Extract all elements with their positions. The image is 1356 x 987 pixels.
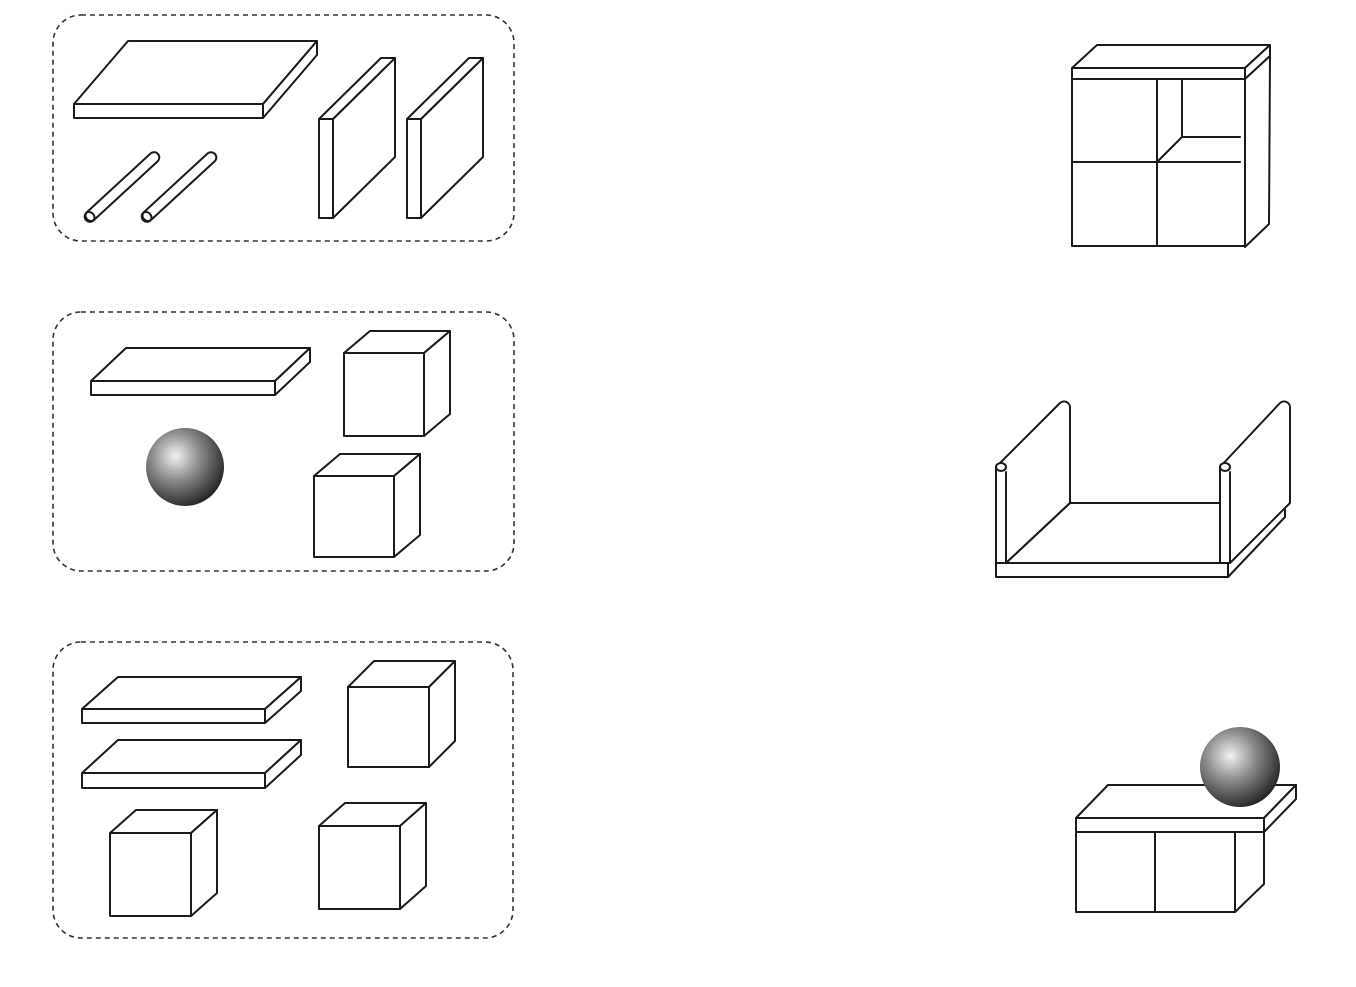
part-group-3	[52, 641, 514, 939]
cube-part	[109, 809, 218, 917]
dashed-frame	[52, 641, 514, 939]
cube-part	[343, 330, 451, 437]
plank-part	[81, 676, 302, 724]
wide-plank-part	[73, 40, 318, 119]
part-group-1	[52, 14, 515, 242]
ball-part	[146, 428, 224, 506]
plank-part	[90, 347, 311, 396]
assembled-table-with-ball	[1075, 727, 1297, 913]
dashed-frame	[52, 311, 515, 572]
dashed-frame	[52, 14, 515, 242]
plank-part	[81, 739, 302, 789]
assembled-u-frame	[995, 400, 1291, 578]
part-group-2	[52, 311, 515, 572]
cube-part	[347, 660, 456, 768]
upright-panel-part	[406, 57, 484, 219]
rod-part	[140, 151, 218, 223]
assembled-shelf-cabinet	[1071, 44, 1271, 248]
ball	[1200, 727, 1280, 807]
cube-part	[318, 802, 427, 910]
rod-part	[83, 151, 161, 223]
upright-panel-part	[318, 57, 396, 219]
cube-part	[313, 453, 421, 558]
